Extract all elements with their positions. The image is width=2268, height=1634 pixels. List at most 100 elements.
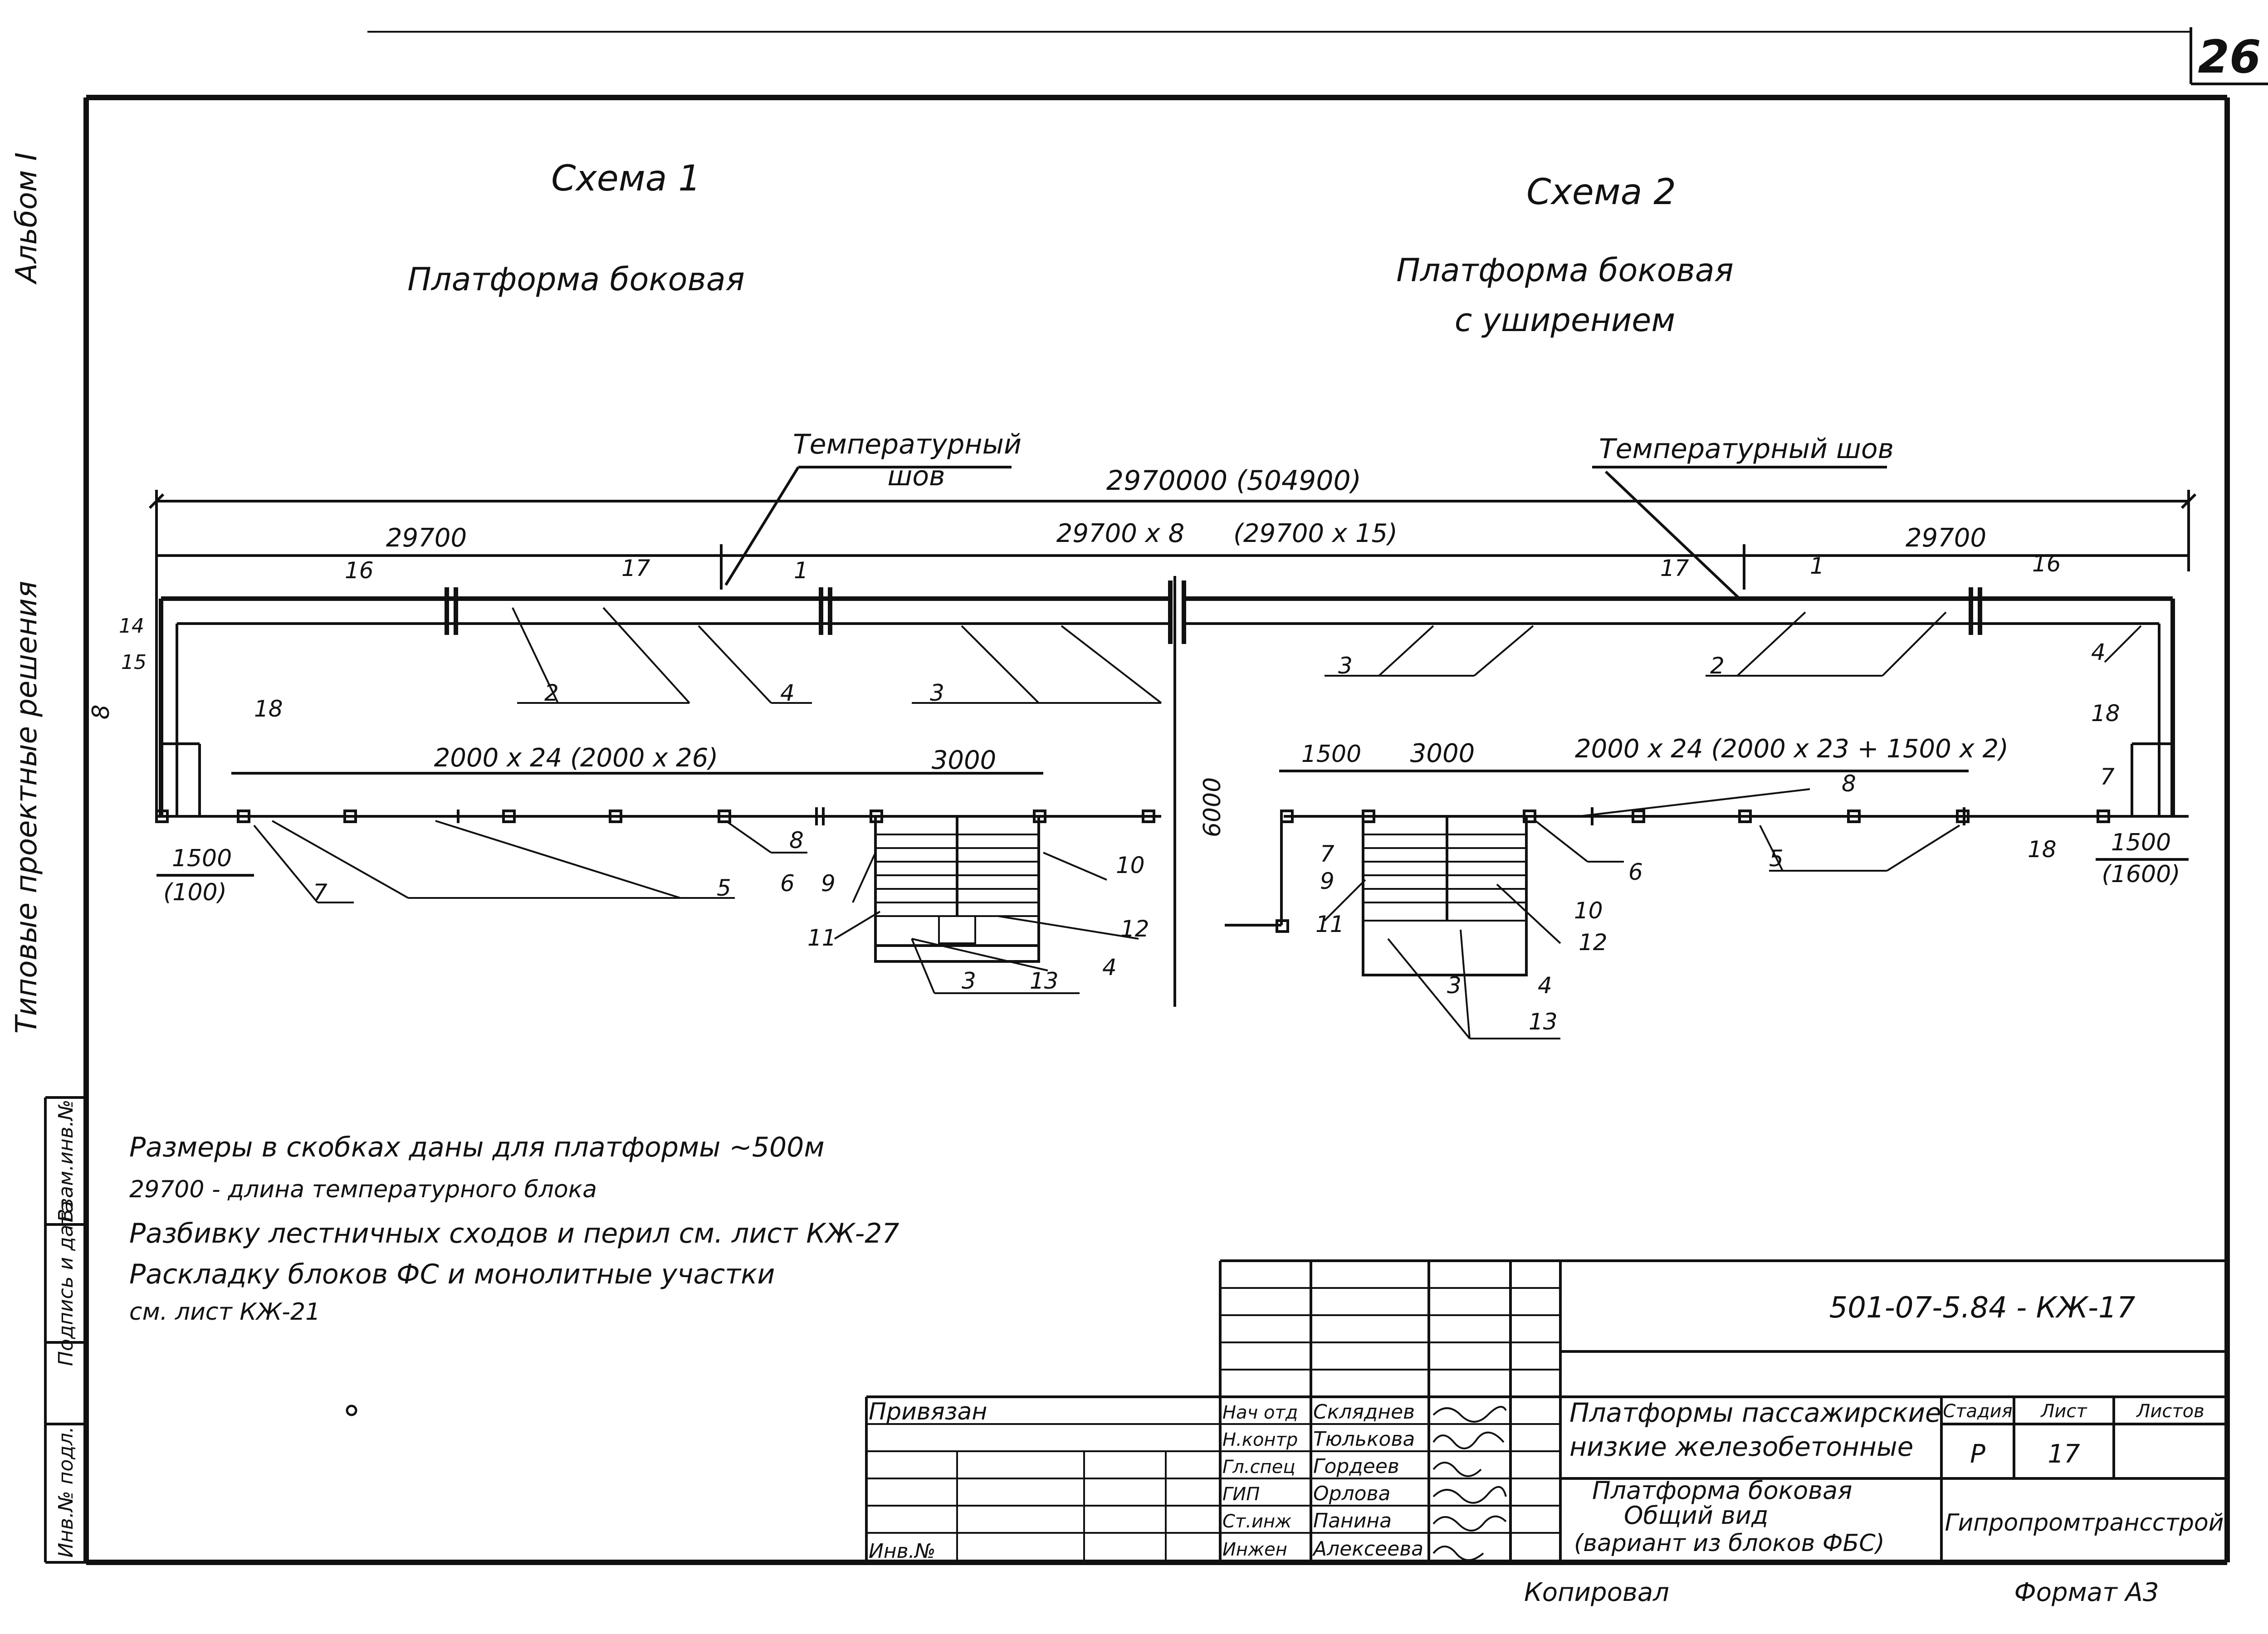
scheme1-subtitle: Платформа боковая bbox=[407, 261, 744, 298]
stage-value: Р bbox=[1970, 1439, 1985, 1469]
pos-mark: 8 bbox=[1842, 771, 1856, 797]
inv-no-label: Инв.№ bbox=[869, 1540, 935, 1563]
dimension-lines bbox=[148, 490, 2197, 1007]
name-cell: Орлова bbox=[1313, 1482, 1391, 1505]
note-line: 29700 - длина температурного блока bbox=[129, 1176, 597, 1203]
seg-right: 29700 bbox=[1906, 523, 1986, 553]
scheme2-subtitle-line2: с уширением bbox=[1455, 302, 1675, 339]
name-cell: Скляднев bbox=[1313, 1400, 1415, 1424]
pos-mark: 5 bbox=[717, 875, 731, 901]
seg-middle-alt: (29700 x 15) bbox=[1233, 519, 1398, 548]
pos-mark: 6 bbox=[1628, 859, 1643, 885]
position-marks-left: 16 17 1 2 3 4 18 5 6 7 8 9 10 11 12 13 3… bbox=[254, 555, 1149, 994]
position-marks-right: 17 1 16 3 2 4 18 7 9 6 8 5 18 7 10 11 12… bbox=[1315, 551, 2120, 1035]
role-cell: Н.контр bbox=[1222, 1429, 1298, 1450]
spacing-right: 2000 x 24 (2000 x 23 + 1500 x 2) bbox=[1575, 734, 2009, 764]
pos-mark: 5 bbox=[1769, 845, 1784, 872]
pos-mark: 17 bbox=[621, 555, 650, 581]
pos-mark: 4 bbox=[1538, 972, 1552, 999]
seg-middle: 29700 x 8 bbox=[1056, 519, 1185, 548]
doc-code: 501-07-5.84 - КЖ-17 bbox=[1829, 1291, 2136, 1325]
pos-mark: 18 bbox=[2028, 836, 2057, 863]
left-end-dim: 1500 bbox=[172, 845, 232, 872]
pos-mark: 16 bbox=[2032, 551, 2061, 577]
pos-mark: 4 bbox=[2091, 639, 2106, 665]
signature-marks bbox=[1432, 1406, 1507, 1561]
sheet-value: 17 bbox=[2048, 1439, 2080, 1469]
pos-mark: 18 bbox=[2091, 700, 2120, 727]
role-cell: Нач отд bbox=[1222, 1402, 1298, 1423]
sheet-line3: (вариант из блоков ФБС) bbox=[1574, 1530, 1885, 1557]
height-8: 8 bbox=[88, 704, 115, 719]
stair-width-left: 3000 bbox=[932, 746, 997, 775]
sheet-frame bbox=[44, 27, 2268, 1565]
right-end-dim-alt: (1600) bbox=[2102, 861, 2180, 888]
vzam-label: Взам.инв.№ bbox=[54, 1100, 78, 1223]
note-line: Разбивку лестничных сходов и перил см. л… bbox=[129, 1218, 899, 1249]
section-label: Типовые проектные решения bbox=[10, 581, 44, 1034]
pos-mark: 10 bbox=[1116, 852, 1145, 878]
pos-mark: 3 bbox=[1447, 972, 1461, 999]
privyazan-label: Привязан bbox=[869, 1398, 987, 1425]
mark-14: 14 bbox=[119, 615, 144, 638]
ink-dot bbox=[346, 1405, 357, 1416]
name-cell: Панина bbox=[1313, 1509, 1392, 1532]
seg-left: 29700 bbox=[386, 523, 467, 553]
pos-mark: 3 bbox=[1338, 653, 1353, 679]
pos-mark: 4 bbox=[780, 680, 795, 706]
name-cell: Тюлькова bbox=[1313, 1428, 1415, 1451]
overall-length: 2970000 (504900) bbox=[1106, 465, 1361, 497]
scheme1-title: Схема 1 bbox=[551, 158, 701, 199]
stair-offset-right: 1500 bbox=[1301, 741, 1361, 768]
sheet-line2: Общий вид bbox=[1624, 1501, 1768, 1530]
pos-mark: 9 bbox=[1320, 868, 1334, 894]
inv-orig-label: Инв.№ подл. bbox=[54, 1426, 78, 1558]
pos-mark: 12 bbox=[1120, 916, 1149, 942]
temp-seam-1a: Температурный bbox=[793, 429, 1022, 460]
pos-mark: 7 bbox=[2100, 764, 2115, 790]
note-line: Раскладку блоков ФС и монолитные участки bbox=[129, 1258, 775, 1290]
spacing-left: 2000 x 24 (2000 x 26) bbox=[434, 743, 719, 773]
pos-mark: 2 bbox=[544, 680, 559, 706]
format-label: Формат А3 bbox=[2014, 1578, 2159, 1607]
title-block-roles: Нач отд Н.контр Гл.спец ГИП Ст.инж Инжен bbox=[1222, 1402, 1298, 1560]
pos-mark: 3 bbox=[930, 680, 944, 706]
album-label: Альбом I bbox=[10, 152, 44, 285]
scheme2-subtitle-line1: Платформа боковая bbox=[1396, 252, 1733, 289]
role-cell: Инжен bbox=[1222, 1539, 1287, 1560]
pos-mark: 12 bbox=[1579, 929, 1608, 956]
project-line2: низкие железобетонные bbox=[1569, 1431, 1913, 1462]
pos-mark: 11 bbox=[1315, 911, 1344, 937]
pos-mark: 3 bbox=[962, 968, 976, 994]
pos-mark: 2 bbox=[1710, 653, 1725, 679]
mark-15: 15 bbox=[121, 651, 147, 674]
pos-mark: 8 bbox=[789, 827, 804, 854]
pos-mark: 4 bbox=[1102, 954, 1117, 980]
scheme2-title: Схема 2 bbox=[1526, 172, 1676, 213]
project-line1: Платформы пассажирские bbox=[1569, 1397, 1941, 1428]
sheet-header: Лист bbox=[2040, 1401, 2087, 1422]
role-cell: Ст.инж bbox=[1222, 1511, 1291, 1532]
pos-mark: 16 bbox=[345, 557, 374, 584]
temp-seam-1b: шов bbox=[888, 460, 945, 492]
pos-mark: 1 bbox=[1810, 553, 1824, 579]
title-block-names: Скляднев Тюлькова Гордеев Орлова Панина … bbox=[1312, 1400, 1423, 1561]
pos-mark: 9 bbox=[821, 870, 836, 897]
sign-date-label: Подпись и дата bbox=[54, 1201, 78, 1366]
sheets-header: Листов bbox=[2136, 1401, 2204, 1422]
name-cell: Алексеева bbox=[1312, 1537, 1423, 1561]
stair-width-right: 3000 bbox=[1410, 739, 1475, 768]
sheet-line1: Платформа боковая bbox=[1592, 1476, 1853, 1505]
temp-seam-2: Температурный шов bbox=[1599, 433, 1894, 465]
title-block bbox=[865, 1259, 2227, 1562]
notes-block: Размеры в скобках даны для платформы ~50… bbox=[129, 1132, 899, 1326]
pos-mark: 7 bbox=[1320, 841, 1334, 867]
stage-header: Стадия bbox=[1943, 1401, 2012, 1422]
leader-lines bbox=[253, 607, 2142, 1039]
organization: Гипропромтрансстрой bbox=[1945, 1509, 2224, 1536]
pos-mark: 6 bbox=[780, 870, 795, 897]
role-cell: ГИП bbox=[1222, 1484, 1260, 1505]
note-line: см. лист КЖ-21 bbox=[129, 1298, 320, 1326]
page-number: 26 bbox=[2198, 30, 2261, 83]
